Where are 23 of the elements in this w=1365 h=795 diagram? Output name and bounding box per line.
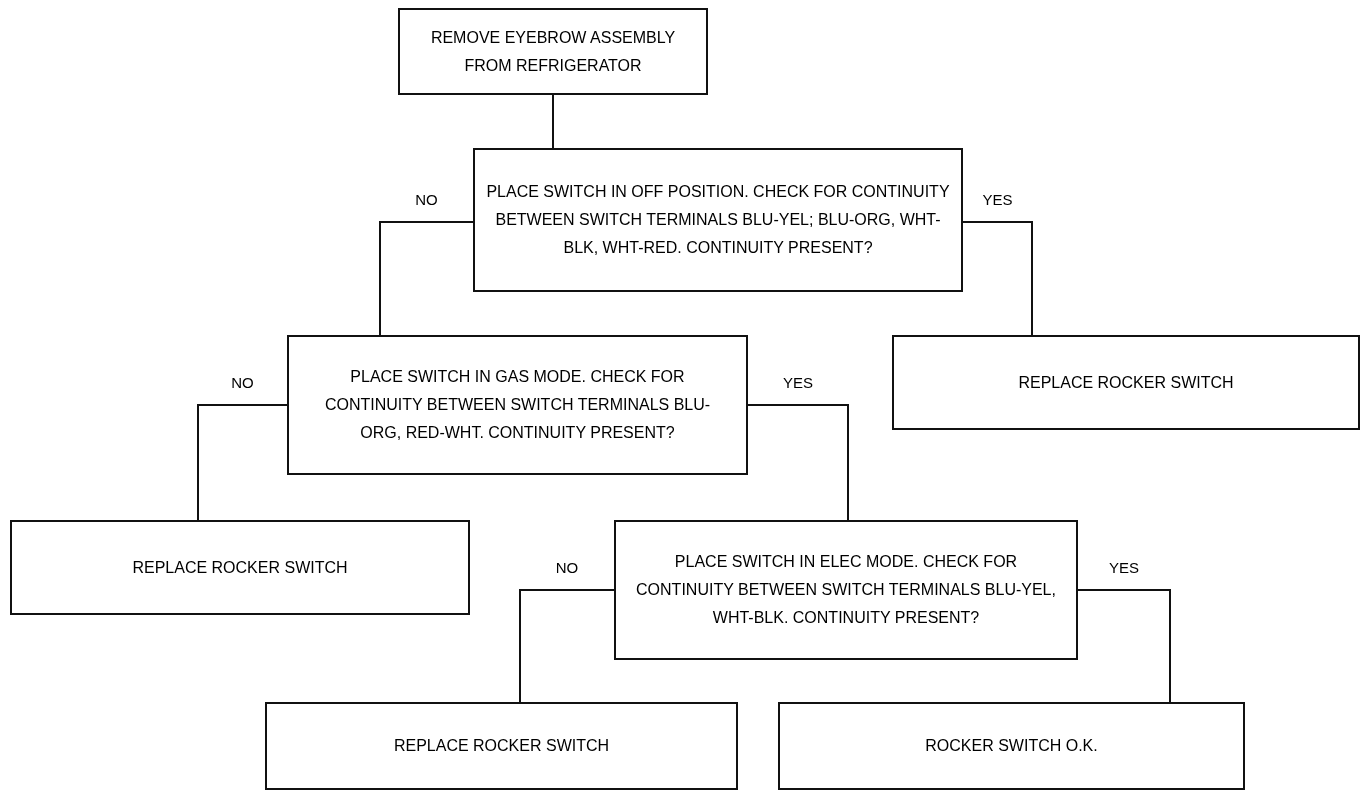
- process-box: [398, 8, 708, 95]
- connector-line: [962, 221, 1033, 336]
- box-text: PLACE SWITCH IN OFF POSITION. CHECK FOR CONTINUITY BETWEEN SWITCH TERMINALS BLU-YEL; BLU-ORG, WHT-BLK, WHT-RED. CONTINUITY PRESENT?: [485, 182, 951, 258]
- box-text: REMOVE EYEBROW ASSEMBLY FROM REFRIGERATOR: [429, 27, 677, 76]
- connector-line: [519, 589, 615, 703]
- connector-line: [197, 404, 288, 521]
- connector-line: [747, 404, 849, 521]
- box-text: REPLACE ROCKER SWITCH: [131, 557, 349, 578]
- connector-line: [552, 94, 554, 149]
- process-box: [287, 335, 748, 475]
- process-box: [10, 520, 470, 615]
- box-text: REPLACE ROCKER SWITCH: [392, 736, 611, 756]
- connector-line: [1077, 589, 1171, 703]
- box-text: ROCKER SWITCH O.K.: [924, 736, 1099, 756]
- process-box: [892, 335, 1360, 430]
- box-text: PLACE SWITCH IN GAS MODE. CHECK FOR CONTINUITY BETWEEN SWITCH TERMINALS BLU-ORG, RED-WHT. CONTINUITY PRESENT?: [323, 367, 712, 443]
- process-box: [778, 702, 1245, 790]
- process-box: [265, 702, 738, 790]
- process-box: [614, 520, 1078, 660]
- connector-line: [379, 221, 474, 336]
- box-text: REPLACE ROCKER SWITCH: [1017, 372, 1235, 393]
- box-text: PLACE SWITCH IN ELEC MODE. CHECK FOR CONTINUITY BETWEEN SWITCH TERMINALS BLU-YEL, WHT-BLK. CONTINUITY PRESENT?: [636, 552, 1056, 628]
- process-box: [473, 148, 963, 292]
